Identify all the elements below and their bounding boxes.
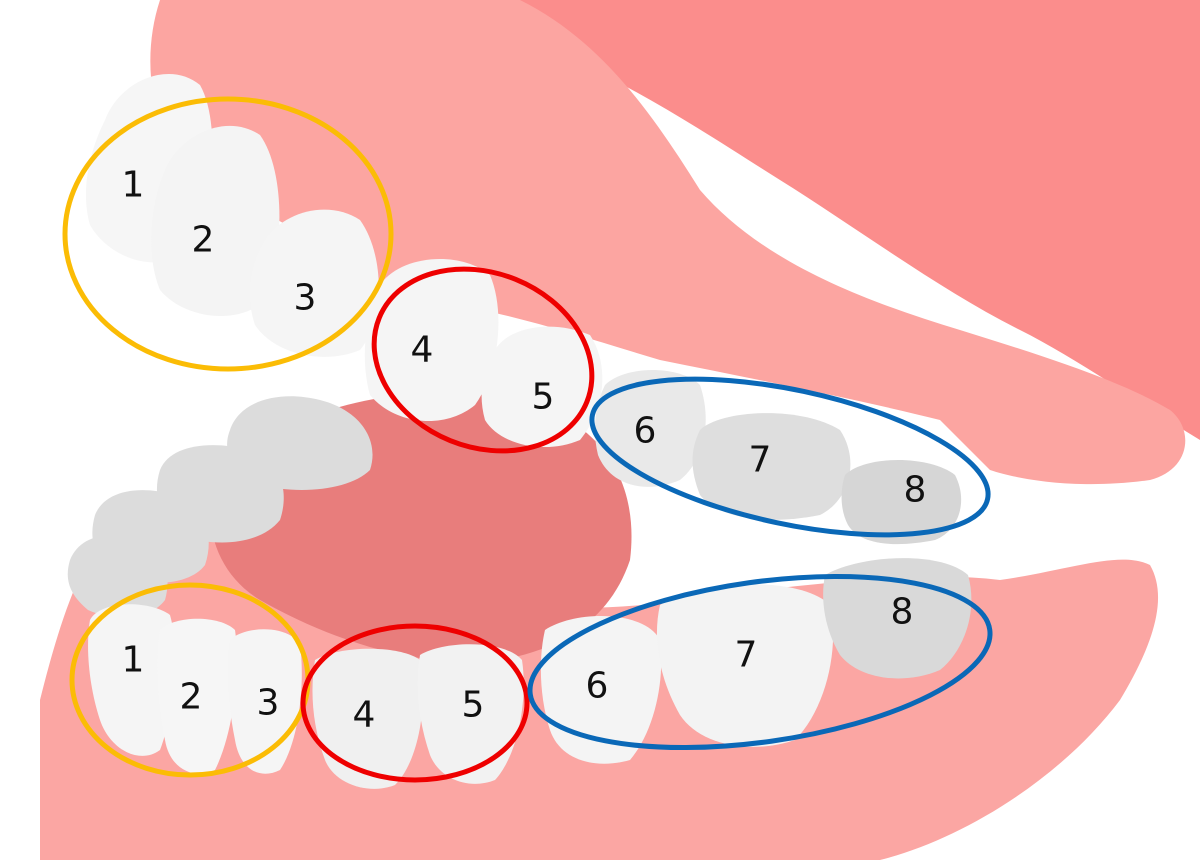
upper-tooth-2-shape [151, 125, 280, 317]
upper-tooth-4-shape [364, 258, 499, 422]
upper-tooth-label-5: 5 [532, 377, 555, 418]
lower-labels: 1 2 3 4 5 6 7 8 [122, 592, 914, 736]
upper-tooth-8-shape [841, 460, 962, 545]
upper-tooth-label-3: 3 [294, 278, 317, 319]
group-outlines [62, 96, 993, 783]
lower-tooth-5-shape [417, 644, 524, 784]
upper-tooth-6-shape [594, 370, 706, 487]
lower-back-tooth [67, 535, 168, 618]
lower-tooth-label-3: 3 [257, 683, 280, 724]
upper-gum-rear [300, 0, 1200, 440]
group-lower-premolars [300, 623, 530, 783]
lower-tooth-label-4: 4 [353, 695, 376, 736]
upper-tooth-label-2: 2 [192, 220, 215, 261]
upper-tooth-label-7: 7 [749, 440, 772, 481]
lower-tooth-label-2: 2 [180, 677, 203, 718]
lower-tooth-label-7: 7 [735, 635, 758, 676]
group-upper-incisors [62, 96, 394, 372]
upper-tooth-label-4: 4 [411, 330, 434, 371]
upper-tooth-7-shape [692, 413, 851, 520]
upper-tooth-label-6: 6 [634, 411, 657, 452]
upper-gum [150, 0, 1186, 485]
lower-teeth [88, 558, 972, 789]
upper-labels: 1 2 3 4 5 6 7 8 [122, 165, 927, 511]
upper-tooth-5-shape [481, 326, 603, 448]
group-upper-molars [589, 376, 991, 538]
upper-tooth-label-1: 1 [122, 165, 145, 206]
lower-tooth-label-1: 1 [122, 640, 145, 681]
lower-tooth-7-shape [656, 584, 834, 747]
lower-tooth-label-5: 5 [462, 685, 485, 726]
lower-tooth-label-8: 8 [891, 592, 914, 633]
group-upper-premolars [371, 266, 595, 454]
lower-tooth-label-6: 6 [586, 666, 609, 707]
lower-tooth-4-shape [312, 648, 423, 789]
lower-tooth-2-shape [157, 618, 237, 774]
back-teeth [67, 396, 373, 618]
upper-teeth [85, 73, 962, 545]
group-lower-molars [527, 573, 993, 751]
upper-tooth-3-shape [249, 209, 379, 357]
lower-tooth-1-shape [88, 604, 176, 756]
upper-tooth-label-8: 8 [904, 470, 927, 511]
lower-tooth-6-shape [540, 616, 662, 764]
